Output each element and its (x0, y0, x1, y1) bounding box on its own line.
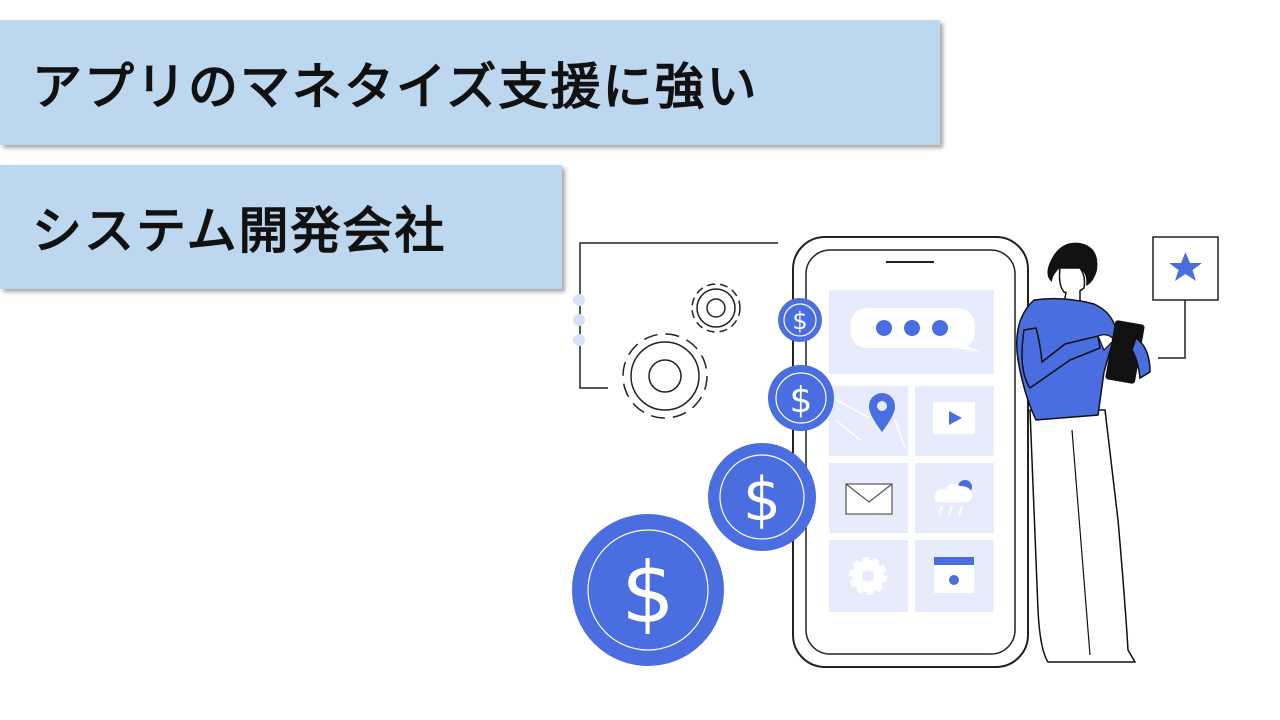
coin-symbol: $ (790, 380, 813, 421)
headline-banner-2: システム開発会社 (0, 165, 562, 289)
phone-device (792, 236, 1029, 668)
dollar-coin-icon: $ (708, 443, 816, 551)
dollar-coin-icon: $ (572, 514, 724, 666)
coin-symbol: $ (743, 465, 781, 535)
chat-bubble-icon (850, 308, 980, 352)
star-icon (1152, 236, 1219, 359)
dollar-coin-icon: $ (778, 298, 822, 342)
calendar-icon (934, 557, 974, 593)
gear-icon (691, 283, 741, 333)
dollar-coin-icon: $ (768, 365, 834, 431)
gear-icon (622, 333, 708, 419)
app-monetization-illustration: $ $ $ $ (572, 236, 1219, 668)
headline-banner-1: アプリのマネタイズ支援に強い (0, 20, 940, 145)
location-pin-icon (835, 393, 906, 449)
person-figure (1015, 242, 1151, 663)
tablet-icon (1105, 320, 1145, 384)
headline-line-2: システム開発会社 (32, 202, 447, 260)
settings-icon (849, 557, 887, 595)
play-icon (933, 402, 975, 434)
mail-icon (845, 483, 893, 515)
coin-symbol: $ (792, 307, 807, 335)
coin-symbol: $ (621, 544, 674, 642)
weather-icon (934, 480, 972, 517)
headline-line-1: アプリのマネタイズ支援に強い (32, 57, 759, 116)
